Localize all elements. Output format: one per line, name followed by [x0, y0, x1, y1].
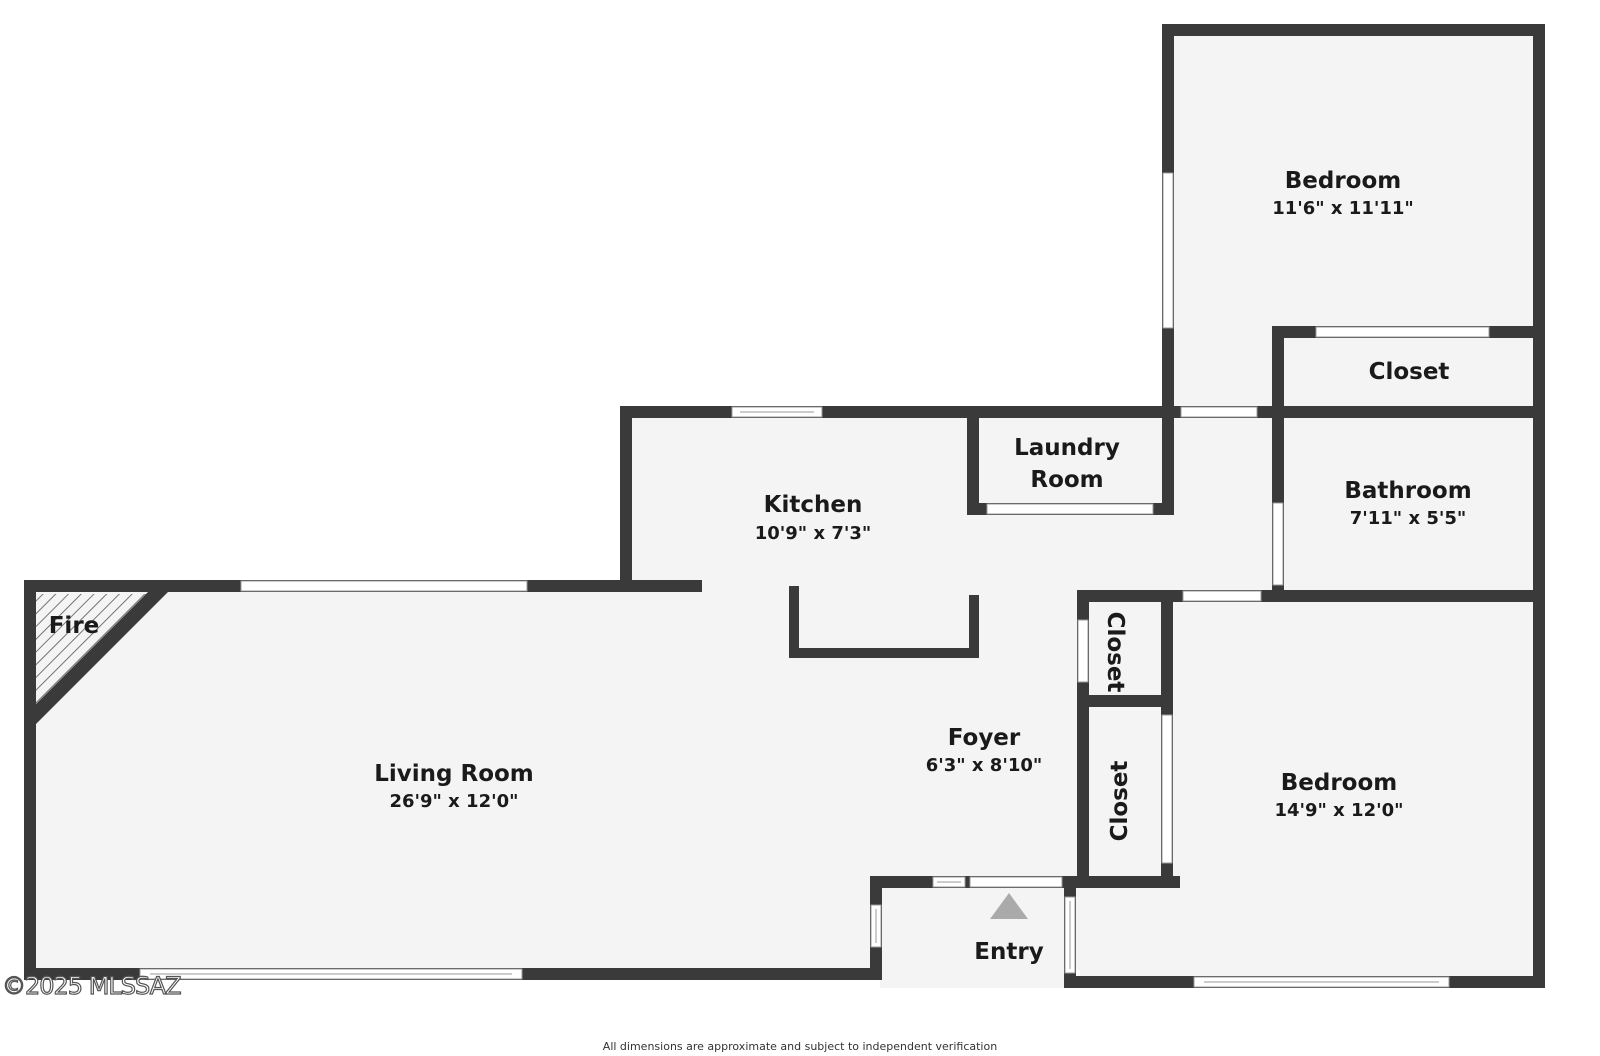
living-room-name: Living Room — [374, 761, 534, 787]
living-room-dim: 26'9" x 12'0" — [389, 791, 518, 812]
closet-upper-name: Closet — [1102, 612, 1128, 693]
bedroom-bottom-floor — [1080, 595, 1535, 980]
door-opening — [1182, 590, 1262, 602]
wall — [1162, 24, 1545, 36]
wall — [789, 586, 799, 658]
wall — [1077, 590, 1545, 602]
laundry-name-line2: Room — [1030, 467, 1103, 493]
bedroom-bottom-dim: 14'9" x 12'0" — [1274, 800, 1403, 821]
door-opening — [1077, 619, 1089, 683]
fire-name: Fire — [49, 613, 100, 639]
entry-arrow-icon — [990, 893, 1028, 919]
door-opening — [1180, 406, 1258, 418]
foyer-name: Foyer — [948, 725, 1021, 751]
wall — [789, 648, 979, 658]
laundry-name-line1: Laundry — [1014, 435, 1120, 461]
kitchen-hall-floor — [630, 415, 1280, 595]
door-opening — [1161, 714, 1173, 864]
door-opening — [986, 503, 1154, 515]
closet-lower-name: Closet — [1107, 761, 1133, 842]
wall — [1533, 24, 1545, 988]
bedroom-bottom-name: Bedroom — [1281, 770, 1398, 796]
bathroom-floor — [1280, 415, 1535, 595]
door-opening — [1272, 502, 1284, 586]
window — [240, 580, 528, 592]
bathroom-name: Bathroom — [1344, 478, 1471, 504]
openings — [139, 172, 1490, 988]
bedroom-top-dim: 11'6" x 11'11" — [1272, 198, 1414, 219]
entry-floor — [880, 888, 1070, 988]
bedroom-top-name: Bedroom — [1285, 168, 1402, 194]
entry-door-opening — [969, 876, 1063, 888]
bathroom-dim: 7'11" x 5'5" — [1350, 508, 1467, 529]
foyer-dim: 6'3" x 8'10" — [926, 755, 1043, 776]
room-labels: Bedroom 11'6" x 11'11" Closet Laundry Ro… — [49, 168, 1472, 965]
entry-name: Entry — [974, 939, 1043, 965]
wall — [1272, 406, 1545, 418]
wall — [1272, 326, 1284, 416]
disclaimer-text: All dimensions are approximate and subje… — [602, 1040, 998, 1053]
wall — [969, 595, 979, 658]
kitchen-name: Kitchen — [764, 492, 863, 518]
wall — [1077, 695, 1173, 707]
window — [1162, 172, 1174, 329]
kitchen-dim: 10'9" x 7'3" — [755, 523, 872, 544]
wall — [967, 406, 979, 515]
wall — [24, 580, 36, 980]
wall — [620, 406, 632, 592]
bedroom-top-floor — [1170, 35, 1535, 415]
copyright-watermark: ©2025 MLSSAZ — [1, 971, 182, 1000]
fireplace-wall — [36, 590, 170, 724]
closet-top-name: Closet — [1369, 359, 1450, 385]
window — [1315, 326, 1490, 338]
